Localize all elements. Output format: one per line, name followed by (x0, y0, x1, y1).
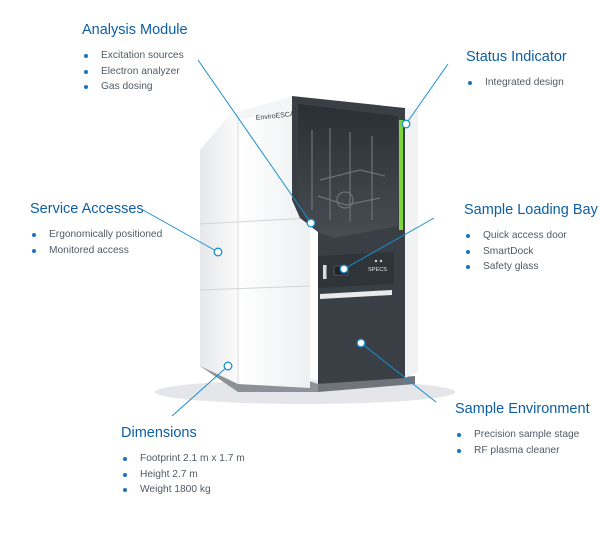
callout-list: Excitation sources Electron analyzer Gas… (82, 48, 188, 95)
callout-title: Analysis Module (82, 22, 188, 38)
front-right-panel (405, 108, 418, 378)
callout-service-accesses: Service Accesses Ergonomically positione… (30, 201, 162, 258)
glass-window (298, 104, 398, 238)
base-right (318, 376, 415, 392)
list-item: Height 2.7 m (121, 467, 245, 483)
target-dot (401, 119, 411, 129)
list-item: Safety glass (464, 259, 598, 275)
panel-seam (199, 285, 311, 291)
top-cap (238, 96, 292, 120)
list-item: Quick access door (464, 228, 598, 244)
list-item: RF plasma cleaner (455, 443, 590, 459)
callout-sample-loading-bay: Sample Loading Bay Quick access door Sma… (464, 202, 598, 275)
list-item: SmartDock (464, 244, 598, 260)
panel-label: SPECS (368, 267, 387, 273)
indicator-dot (374, 259, 378, 263)
target-dot (356, 338, 366, 348)
callout-list: Footprint 2.1 m x 1.7 m Height 2.7 m Wei… (121, 451, 245, 498)
door-handle (323, 265, 327, 279)
callout-dimensions: Dimensions Footprint 2.1 m x 1.7 m Heigh… (121, 425, 245, 498)
list-item: Precision sample stage (455, 427, 590, 443)
target-dot (339, 264, 349, 274)
internals (311, 128, 386, 222)
target-dot (306, 218, 316, 228)
callout-list: Precision sample stage RF plasma cleaner (455, 427, 590, 458)
list-item: Gas dosing (82, 79, 188, 95)
indicator-dot (379, 259, 383, 263)
callout-title: Sample Environment (455, 401, 590, 417)
list-item: Integrated design (466, 75, 567, 91)
list-item: Ergonomically positioned (30, 227, 162, 243)
target-dot (223, 361, 233, 371)
callout-list: Quick access door SmartDock Safety glass (464, 228, 598, 275)
list-item: Electron analyzer (82, 64, 188, 80)
target-dot (213, 247, 223, 257)
callout-targets (213, 119, 411, 371)
callout-title: Dimensions (121, 425, 197, 441)
callout-list: Integrated design (466, 75, 567, 91)
status-light-bar (399, 120, 403, 230)
list-item: Excitation sources (82, 48, 188, 64)
panel-seam (199, 217, 311, 225)
handle-bar (320, 290, 392, 299)
list-item: Monitored access (30, 243, 162, 259)
list-item: Footprint 2.1 m x 1.7 m (121, 451, 245, 467)
callout-sample-environment: Sample Environment Precision sample stag… (455, 401, 590, 458)
callout-analysis-module: Analysis Module Excitation sources Elect… (82, 22, 188, 95)
callout-title: Sample Loading Bay (464, 202, 598, 218)
callout-title: Status Indicator (466, 49, 567, 65)
brand-name: EnviroESCA (255, 111, 295, 122)
callout-list: Ergonomically positioned Monitored acces… (30, 227, 162, 258)
leader-lines (142, 59, 449, 417)
callout-title: Service Accesses (30, 201, 144, 217)
list-item: Weight 1800 kg (121, 482, 245, 498)
callout-status-indicator: Status Indicator Integrated design (466, 49, 567, 91)
